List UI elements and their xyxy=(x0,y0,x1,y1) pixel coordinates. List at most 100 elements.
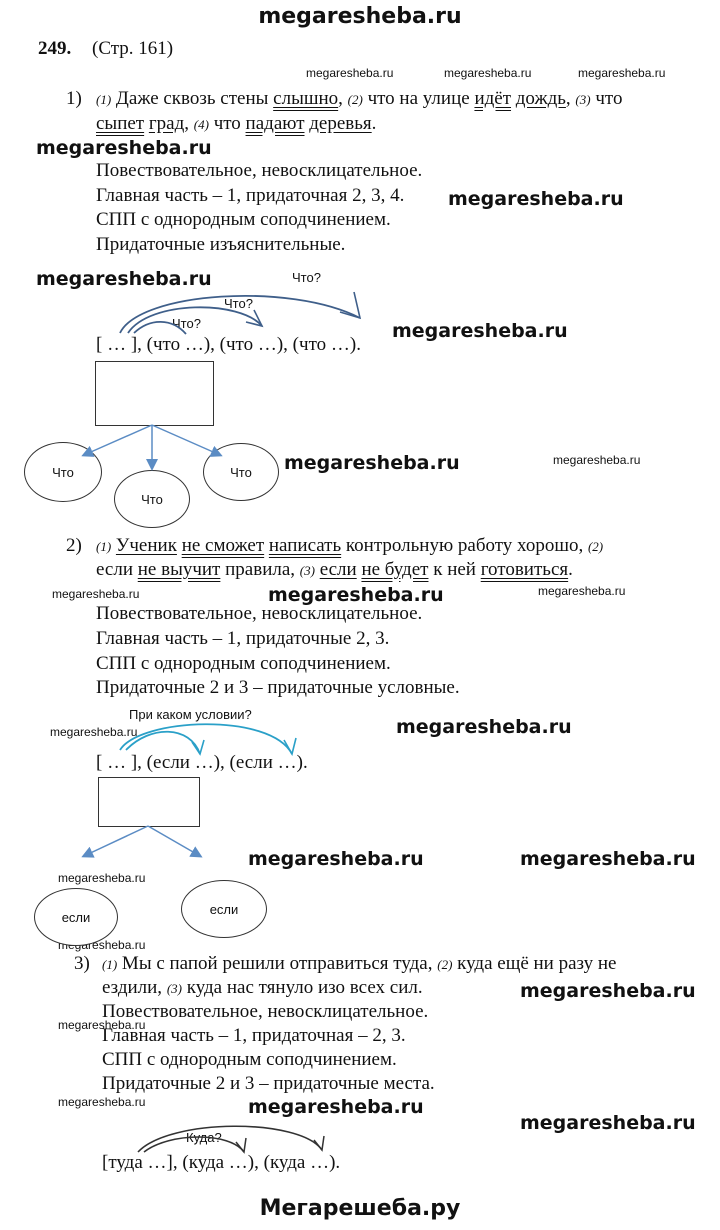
question-arc xyxy=(119,294,361,334)
analysis-line: Повествовательное, невосклицательное. xyxy=(102,1001,429,1022)
sentence-text: контрольную работу хорошо, xyxy=(345,535,584,556)
subject-word: град xyxy=(148,113,185,134)
question-arc xyxy=(127,306,263,334)
question-arc xyxy=(143,1136,245,1153)
part-number: (1) xyxy=(96,92,112,107)
predicate-word: идёт xyxy=(474,88,512,109)
analysis-line: СПП с однородным соподчинением. xyxy=(96,653,391,674)
sentence-text: куда нас тянуло изо всех сил. xyxy=(186,977,423,998)
analysis-line: СПП с однородным соподчинением. xyxy=(96,209,391,230)
sentence-text: что xyxy=(213,113,241,134)
watermark-big: megaresheba.ru xyxy=(268,584,444,606)
watermark-small: megaresheba.ru xyxy=(553,453,641,467)
watermark-small: megaresheba.ru xyxy=(58,1018,146,1032)
watermark-big: megaresheba.ru xyxy=(248,848,424,870)
part-number: (3) xyxy=(166,981,182,996)
predicate-word: слышно xyxy=(273,88,339,109)
analysis-line: Главная часть – 1, придаточная – 2, 3. xyxy=(102,1025,406,1046)
sentence-text: что на улице xyxy=(367,88,470,109)
sentence-scheme: [ … ], (если …), (если …). xyxy=(96,752,308,773)
conjunction-word: если xyxy=(319,559,357,580)
analysis-line: СПП с однородным соподчинением. xyxy=(102,1049,397,1070)
predicate-word: готовиться xyxy=(480,559,569,580)
watermark-small: megaresheba.ru xyxy=(578,66,666,80)
question-label: При каком условии? xyxy=(129,707,252,722)
question-label: Что? xyxy=(224,296,253,311)
analysis-line: Повествовательное, невосклицательное. xyxy=(96,160,423,181)
analysis-line: Главная часть – 1, придаточные 2, 3. xyxy=(96,628,390,649)
subject-word: Ученик xyxy=(115,535,177,556)
subject-word: дождь xyxy=(515,88,566,109)
part-number: (3) xyxy=(575,92,591,107)
sentence-text: ездили, xyxy=(102,977,163,998)
question-arc xyxy=(191,739,205,756)
watermark-small: megaresheba.ru xyxy=(444,66,532,80)
part-number: (1) xyxy=(96,539,112,554)
watermark-small: megaresheba.ru xyxy=(58,871,146,885)
sentence-scheme: [туда …], (куда …), (куда …). xyxy=(102,1152,341,1173)
sentence-line: (1) Даже сквозь стены слышно, (2) что на… xyxy=(96,88,623,109)
sentence-text: правила, xyxy=(225,559,296,580)
analysis-line: Придаточные 2 и 3 – придаточные условные… xyxy=(96,677,460,698)
watermark-big: megaresheba.ru xyxy=(36,137,212,159)
watermark-small: megaresheba.ru xyxy=(52,587,140,601)
watermark-big: megaresheba.ru xyxy=(448,188,624,210)
item-label: 2) xyxy=(66,535,82,556)
tree-arrow xyxy=(81,825,149,858)
part-number: (4) xyxy=(193,117,209,132)
exercise-number: 249. xyxy=(38,38,72,59)
sentence-text: если xyxy=(96,559,133,580)
watermark-small: megaresheba.ru xyxy=(306,66,394,80)
item-label: 1) xyxy=(66,88,82,109)
sentence-text: Даже сквозь стены xyxy=(115,88,269,109)
clause-node: Что xyxy=(203,443,279,501)
clause-node: если xyxy=(181,880,267,938)
question-label: Что? xyxy=(292,270,321,285)
watermark-small: megaresheba.ru xyxy=(538,584,626,598)
watermark-big: megaresheba.ru xyxy=(520,848,696,870)
sentence-text: к ней xyxy=(433,559,476,580)
part-number: (2) xyxy=(587,539,604,554)
part-number: (2) xyxy=(437,957,453,972)
watermark-small: megaresheba.ru xyxy=(58,1095,146,1109)
watermark-big: megaresheba.ru xyxy=(396,716,572,738)
question-arc xyxy=(137,1125,323,1153)
tree-arrow xyxy=(81,424,153,457)
question-arc xyxy=(235,1137,247,1154)
sentence-line: (1) Ученик не сможет написать контрольну… xyxy=(96,535,603,557)
watermark-big: megaresheba.ru xyxy=(248,1096,424,1118)
sentence-line: сыпет град, (4) что падают деревья. xyxy=(96,113,377,134)
watermark-small: megaresheba.ru xyxy=(50,725,138,739)
sentence-text: Мы с папой решили отправиться туда, xyxy=(121,953,433,974)
part-number: (2) xyxy=(347,92,363,107)
page-reference: (Стр. 161) xyxy=(92,38,174,59)
analysis-line: Главная часть – 1, придаточная 2, 3, 4. xyxy=(96,185,405,206)
tree-arrow xyxy=(147,825,203,858)
main-clause-box xyxy=(95,361,214,426)
tree-arrow xyxy=(151,424,223,457)
sentence-scheme: [ … ], (что …), (что …), (что …). xyxy=(96,334,361,355)
question-arc xyxy=(313,1135,325,1152)
analysis-line: Придаточные 2 и 3 – придаточные места. xyxy=(102,1073,435,1094)
question-arc xyxy=(125,730,201,755)
predicate-word: не сможет xyxy=(181,535,265,556)
clause-node: если xyxy=(34,888,118,946)
question-arc xyxy=(283,737,297,757)
watermark-big: megaresheba.ru xyxy=(36,268,212,290)
watermark-big: megaresheba.ru xyxy=(284,452,460,474)
subject-word: деревья xyxy=(309,113,372,134)
sentence-text: что xyxy=(595,88,623,109)
item-label: 3) xyxy=(74,953,90,974)
question-arc xyxy=(339,291,362,320)
clause-node: Что xyxy=(114,470,190,528)
question-arc xyxy=(119,723,293,755)
question-arc xyxy=(245,309,264,328)
header-site-title: megaresheba.ru xyxy=(258,4,462,29)
watermark-big: megaresheba.ru xyxy=(520,980,696,1002)
predicate-word: не будет xyxy=(361,559,429,580)
watermark-big: megaresheba.ru xyxy=(520,1112,696,1134)
footer-site-title: Мегарешеба.ру xyxy=(259,1196,461,1221)
predicate-word: сыпет xyxy=(96,113,145,134)
sentence-text: куда ещё ни разу не xyxy=(457,953,617,974)
